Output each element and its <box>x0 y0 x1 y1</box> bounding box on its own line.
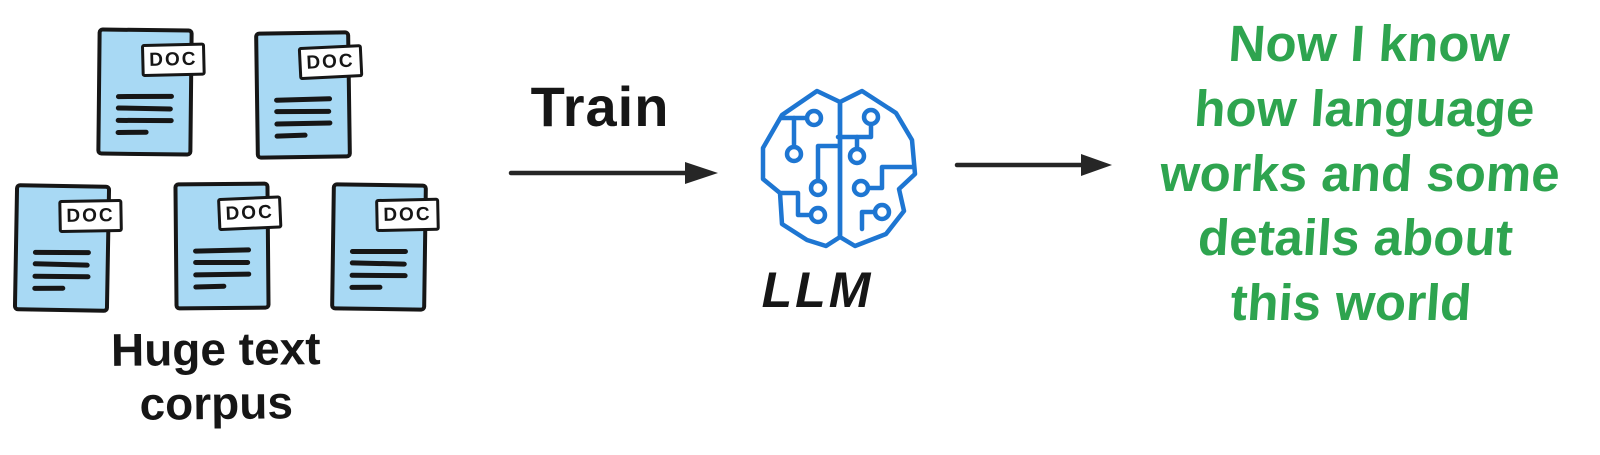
doc-text-line <box>274 132 308 139</box>
doc-text-line <box>32 249 91 256</box>
doc-tag-label: DOC <box>383 203 432 226</box>
doc-text-line <box>349 260 407 267</box>
doc-text-lines <box>32 249 91 298</box>
knowledge-line: works and some <box>1158 144 1562 202</box>
knowledge-line: this world <box>1228 274 1474 332</box>
doc-text-lines <box>274 96 333 146</box>
doc-text-line <box>115 129 149 136</box>
document-icon: DOC <box>12 183 123 313</box>
circuit-brain-icon <box>760 88 918 249</box>
corpus-caption: Huge text corpus <box>110 322 321 430</box>
doc-tag: DOC <box>140 42 206 78</box>
knowledge-line: how language <box>1192 79 1537 137</box>
knowledge-text: Now I know how language works and some d… <box>1114 12 1600 336</box>
doc-text-line <box>32 285 66 291</box>
document-icon: DOC <box>173 181 283 311</box>
doc-text-line <box>349 272 408 279</box>
doc-text-lines <box>192 247 252 297</box>
document-icon: DOC <box>254 30 364 160</box>
doc-text-line <box>32 261 90 268</box>
doc-text-line <box>193 260 251 266</box>
doc-tag: DOC <box>375 197 440 233</box>
output-right-arrow-icon <box>954 154 1112 176</box>
doc-tag: DOC <box>58 198 123 234</box>
doc-tag-label: DOC <box>225 201 275 225</box>
document-icon: DOC <box>330 182 440 312</box>
doc-tag-label: DOC <box>66 204 115 227</box>
doc-text-line <box>115 93 174 100</box>
doc-text-line <box>274 120 333 127</box>
train-right-arrow-icon <box>508 162 718 184</box>
doc-text-line <box>115 117 174 124</box>
doc-tag: DOC <box>217 195 283 232</box>
doc-text-line <box>274 96 333 103</box>
doc-text-line <box>193 283 227 290</box>
doc-text-line <box>32 273 91 280</box>
doc-text-line <box>192 247 252 254</box>
llm-label: LLM <box>761 262 874 318</box>
doc-tag-label: DOC <box>148 48 198 71</box>
train-label: Train <box>530 75 670 138</box>
doc-text-lines <box>115 93 174 143</box>
doc-text-line <box>193 271 252 278</box>
doc-text-line <box>349 248 408 254</box>
doc-text-line <box>115 105 173 112</box>
doc-text-lines <box>349 248 408 298</box>
doc-tag-label: DOC <box>305 49 356 74</box>
doc-text-line <box>349 284 383 290</box>
knowledge-line: details about <box>1196 209 1515 267</box>
doc-tag: DOC <box>297 44 364 81</box>
knowledge-line: Now I know <box>1226 15 1512 72</box>
document-icon: DOC <box>96 27 206 157</box>
doc-text-line <box>274 108 332 115</box>
